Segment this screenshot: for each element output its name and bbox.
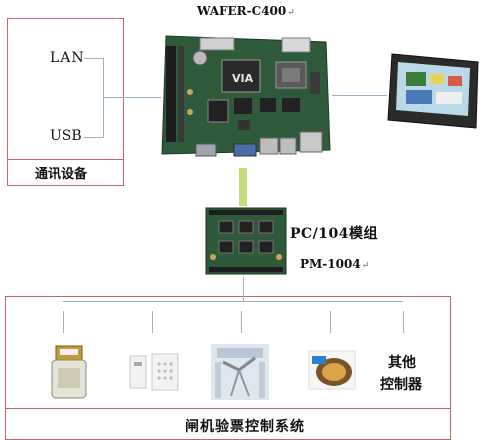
pc104-model: PM-1004↵ [300, 257, 370, 271]
drop-line-3 [241, 311, 242, 333]
mainboard-title: WAFER-C400↵ [197, 4, 295, 18]
usb-connector-line [84, 137, 104, 138]
keypad-icon [129, 353, 179, 391]
lan-connector-line [84, 58, 104, 59]
board-to-pc104-connector [239, 168, 247, 206]
drop-line-2 [152, 311, 153, 333]
other-controller-line1: 其他 [388, 355, 416, 371]
device-bus-line [63, 301, 403, 302]
module-to-bus-line [243, 277, 244, 301]
comm-devices-caption: 通讯设备 [35, 167, 88, 182]
touch-panel-icon [387, 53, 479, 129]
lan-label: LAN [50, 50, 85, 66]
drop-line-5 [403, 311, 404, 333]
gate-system-divider [5, 408, 451, 409]
mainboard-icon: VIA [161, 35, 331, 157]
bracket-to-board-line [103, 97, 161, 98]
usb-label: USB [50, 128, 82, 144]
bracket-vertical [103, 58, 104, 138]
turnstile-icon [211, 344, 269, 400]
via-chip-label: VIA [232, 72, 254, 85]
gate-system-caption: 闸机验票控制系统 [185, 419, 305, 435]
other-controller-line2: 控制器 [380, 377, 422, 393]
pc104-module-icon [205, 207, 287, 275]
comm-devices-frame [7, 18, 124, 186]
comm-divider [7, 159, 124, 160]
drop-line-4 [330, 311, 331, 333]
ticket-device-icon [308, 350, 356, 390]
card-reader-icon [51, 345, 87, 399]
board-to-panel-line [332, 95, 387, 96]
pc104-title: PC/104模组 [290, 226, 379, 242]
drop-line-1 [63, 311, 64, 333]
